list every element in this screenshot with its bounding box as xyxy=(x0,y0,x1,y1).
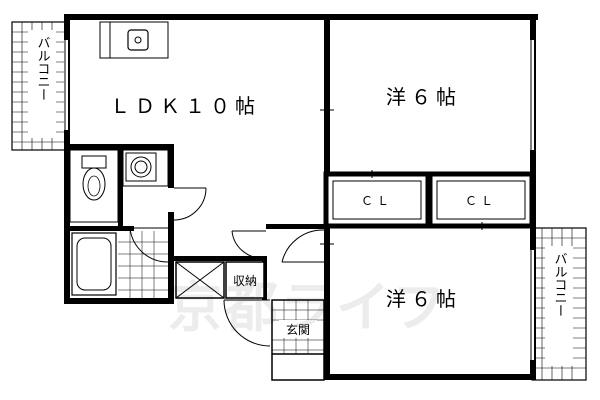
bathtub-icon xyxy=(71,232,117,296)
storage: 収納 xyxy=(225,261,265,299)
kitchen-counter xyxy=(99,21,169,59)
toilet-icon xyxy=(81,155,107,201)
sink-icon xyxy=(127,29,149,51)
watermark: 京都ライフ xyxy=(168,276,448,339)
balcony-right-label: バルコニー xyxy=(552,252,568,317)
toilet-room xyxy=(69,149,119,223)
entrance-label: 玄関 xyxy=(286,322,310,337)
storage-label: 収納 xyxy=(233,274,257,288)
balcony-right: バルコニー xyxy=(531,227,587,381)
windows xyxy=(64,40,536,360)
door-swing-icon xyxy=(123,187,325,347)
ldk-label: ＬＤＫ１０帖 xyxy=(110,94,260,118)
western-top-label: 洋６帖 xyxy=(386,85,461,109)
western-bottom-label: 洋６帖 xyxy=(386,287,461,311)
balcony-left: バルコニー xyxy=(11,21,67,151)
closet-left: ＣＬ xyxy=(323,171,431,229)
washbasin-icon xyxy=(125,152,157,182)
bathroom xyxy=(64,226,168,298)
shoe-cabinet xyxy=(175,261,225,299)
closet-right-label: ＣＬ xyxy=(465,194,497,208)
balcony-left-label: バルコニー xyxy=(35,36,51,101)
closet-left-label: ＣＬ xyxy=(361,194,393,208)
closet-right: ＣＬ xyxy=(427,171,535,229)
entrance: 玄関 xyxy=(271,299,325,381)
washroom xyxy=(118,149,169,228)
